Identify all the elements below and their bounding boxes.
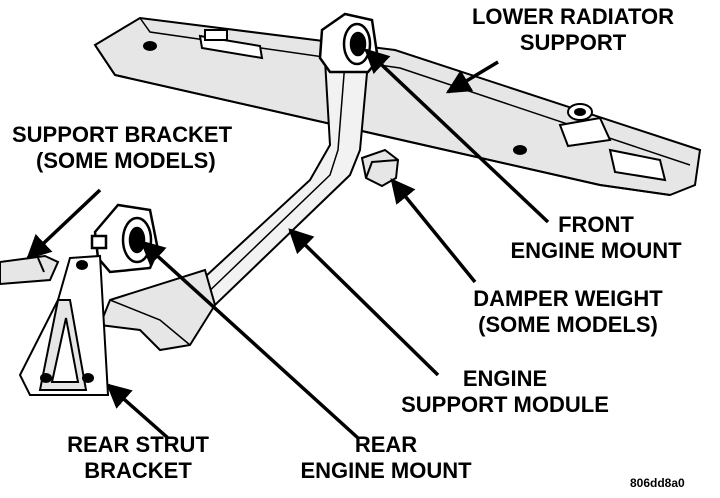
arrow-rear-engine-mount <box>140 240 360 440</box>
label-damper-weight: DAMPER WEIGHT (SOME MODELS) <box>440 286 696 338</box>
label-rear-engine-mount: REAR ENGINE MOUNT <box>278 432 494 484</box>
label-rear-strut-bracket-line2: BRACKET <box>84 458 192 483</box>
label-lower-radiator-support: LOWER RADIATOR SUPPORT <box>448 4 698 56</box>
label-rear-engine-mount-line2: ENGINE MOUNT <box>300 458 472 483</box>
arrow-rear-strut-bracket <box>106 383 170 440</box>
label-front-engine-mount: FRONT ENGINE MOUNT <box>488 212 704 264</box>
label-lower-radiator-support-line2: SUPPORT <box>519 30 627 55</box>
leader-arrows <box>26 48 550 440</box>
label-front-engine-mount-line2: ENGINE MOUNT <box>510 238 682 263</box>
lower-radiator-support-part <box>95 18 700 195</box>
arrow-support-bracket <box>26 188 102 260</box>
arrow-engine-support-module <box>288 228 440 377</box>
label-support-bracket: SUPPORT BRACKET (SOME MODELS) <box>8 122 232 174</box>
damper-weight-part <box>362 150 398 186</box>
label-support-bracket-line1: SUPPORT BRACKET <box>12 122 233 147</box>
arrow-lower-radiator-support <box>445 60 499 94</box>
label-damper-weight-line1: DAMPER WEIGHT <box>473 286 663 311</box>
label-damper-weight-line2: (SOME MODELS) <box>478 312 658 337</box>
rear-strut-bracket-part <box>20 256 108 395</box>
label-support-bracket-line2: (SOME MODELS) <box>36 148 216 173</box>
front-engine-mount-part <box>320 14 378 72</box>
engine-support-module-part <box>100 60 368 350</box>
label-engine-support-module-line2: SUPPORT MODULE <box>401 392 609 417</box>
arrow-front-engine-mount <box>364 48 550 224</box>
rear-engine-mount-part <box>92 205 158 272</box>
label-engine-support-module: ENGINE SUPPORT MODULE <box>370 366 640 418</box>
figure-code: 806dd8a0 <box>630 476 685 490</box>
support-bracket-part <box>0 256 58 284</box>
label-rear-strut-bracket-line1: REAR STRUT <box>67 432 209 457</box>
label-front-engine-mount-line1: FRONT <box>558 212 634 237</box>
arrow-damper-weight <box>390 178 477 284</box>
label-engine-support-module-line1: ENGINE <box>462 366 548 391</box>
label-rear-strut-bracket: REAR STRUT BRACKET <box>40 432 236 484</box>
label-lower-radiator-support-line1: LOWER RADIATOR <box>471 4 675 29</box>
label-rear-engine-mount-line1: REAR <box>354 432 418 457</box>
